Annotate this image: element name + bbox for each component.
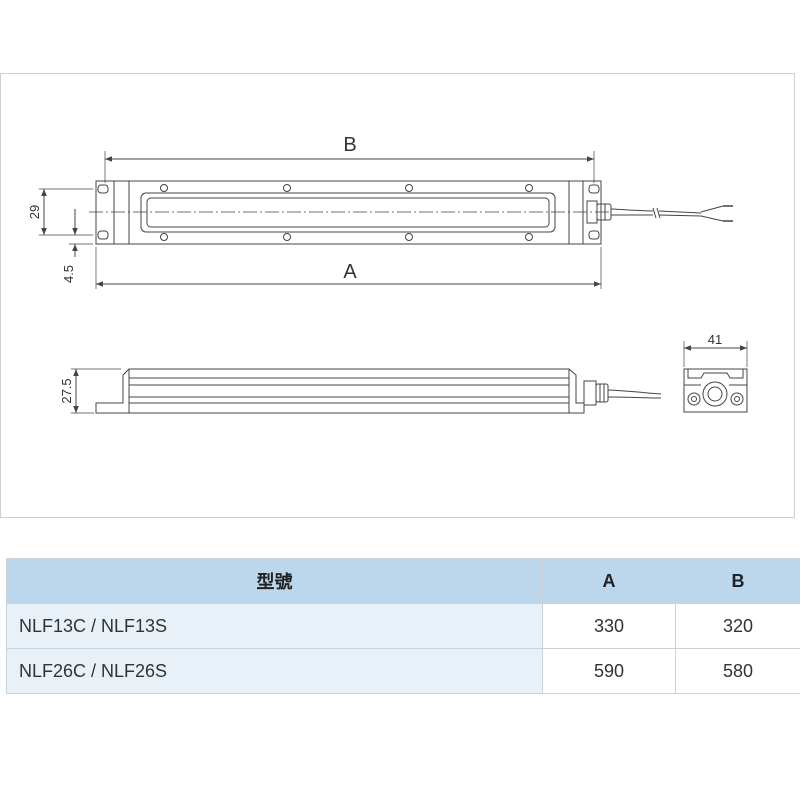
spec-table: 型號 A B NLF13C / NLF13S 330 320 NLF26C / … — [6, 558, 800, 694]
side-view: 27.5 — [59, 368, 662, 414]
header-a: A — [542, 558, 676, 604]
cell-a: 590 — [542, 648, 676, 694]
top-view: B — [27, 134, 733, 289]
cable — [610, 208, 654, 212]
dim-label-b: B — [343, 134, 356, 156]
fork-terminals — [700, 205, 724, 222]
dim-label-29: 29 — [27, 205, 42, 219]
cell-model: NLF26C / NLF26S — [6, 648, 543, 694]
side-body — [95, 368, 585, 414]
fixture-body — [95, 180, 602, 245]
drawing-svg: B — [27, 134, 748, 414]
cell-b: 320 — [675, 603, 800, 649]
cell-b: 580 — [675, 648, 800, 694]
dim-label-27-5: 27.5 — [59, 378, 74, 403]
dim-label-41: 41 — [708, 332, 722, 347]
dim-label-4-5: 4.5 — [61, 265, 76, 283]
table-header-row: 型號 A B — [6, 558, 800, 604]
end-view: 41 — [683, 332, 748, 413]
header-model: 型號 — [6, 558, 543, 604]
technical-drawing: B — [0, 73, 795, 518]
cell-a: 330 — [542, 603, 676, 649]
table-row: NLF26C / NLF26S 590 580 — [6, 648, 800, 694]
dim-label-a: A — [343, 261, 357, 283]
header-b: B — [675, 558, 800, 604]
screws — [160, 184, 533, 241]
cell-model: NLF13C / NLF13S — [6, 603, 543, 649]
end-body — [683, 368, 748, 413]
table-row: NLF13C / NLF13S 330 320 — [6, 603, 800, 649]
